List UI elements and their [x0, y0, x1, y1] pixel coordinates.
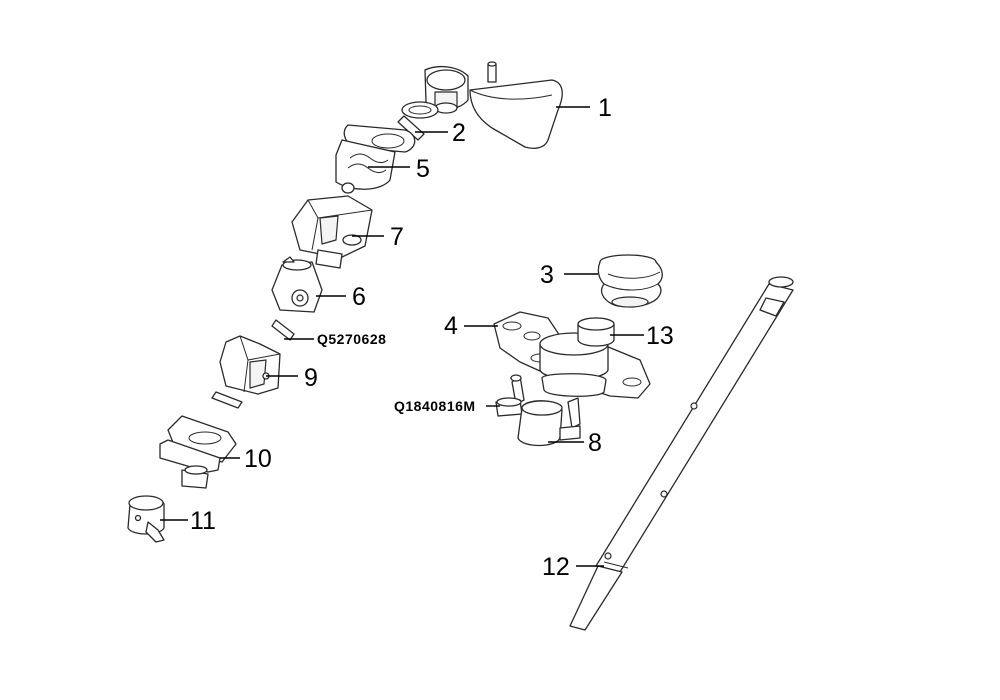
callout-q5270628: Q5270628	[317, 331, 386, 347]
bolt-q1840816m	[495, 374, 525, 417]
part-7-yoke	[291, 195, 373, 269]
part-13-bushing	[577, 317, 615, 347]
part-9-ujoint-yoke	[219, 335, 281, 395]
callout-8: 8	[588, 429, 602, 457]
part-3-rubber-boot	[597, 254, 663, 308]
pin-q5270628	[271, 319, 295, 341]
part-8-sleeve	[517, 397, 581, 447]
callout-7: 7	[390, 223, 404, 251]
callout-13: 13	[646, 322, 674, 350]
callout-11: 11	[190, 507, 216, 535]
pin-small	[211, 391, 243, 409]
callout-9: 9	[304, 364, 318, 392]
callout-5: 5	[416, 155, 430, 183]
callout-1: 1	[598, 94, 612, 122]
callout-2: 2	[452, 119, 466, 147]
part-11-end-cap	[127, 495, 165, 543]
part-10-flanged-yoke	[159, 415, 237, 489]
callout-12: 12	[542, 553, 570, 581]
part-2-seal-and-pin	[397, 101, 439, 141]
callout-6: 6	[352, 283, 366, 311]
callout-3: 3	[540, 261, 554, 289]
part-6-coupling	[271, 256, 323, 313]
part-5-housing	[335, 124, 416, 194]
callout-10: 10	[244, 445, 272, 473]
leader-lines	[160, 106, 644, 567]
part-1-steering-arm	[424, 61, 563, 149]
callout-4: 4	[444, 312, 458, 340]
part-12-steering-shaft	[569, 276, 794, 631]
callout-q1840816m: Q1840816M	[394, 398, 476, 414]
